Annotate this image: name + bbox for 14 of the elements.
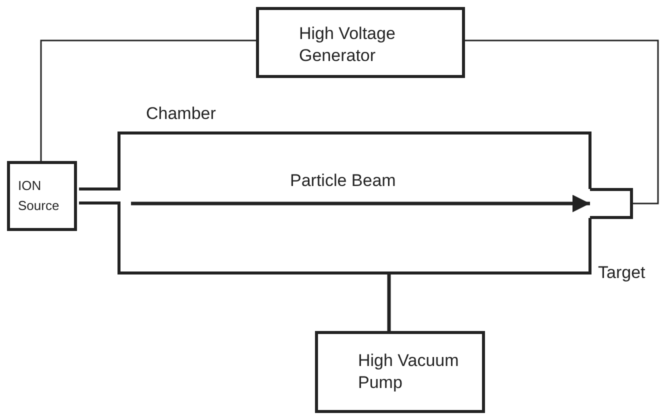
edge-label: Particle Beam [290, 170, 396, 192]
target-box [590, 188, 633, 219]
node-label: High Vacuum Pump [358, 351, 459, 392]
arrow [131, 194, 590, 212]
node-label: ION Source [18, 178, 60, 213]
connector-line [387, 274, 391, 331]
pump-box [315, 331, 485, 413]
chamber-heading: Chamber [146, 104, 216, 123]
generator-box [256, 7, 465, 78]
ion-source-box [7, 161, 77, 231]
node-label: High Voltage Generator [299, 24, 396, 65]
connector-line [465, 40, 659, 204]
connector-line [40, 40, 256, 161]
part-label: Target [598, 262, 646, 284]
